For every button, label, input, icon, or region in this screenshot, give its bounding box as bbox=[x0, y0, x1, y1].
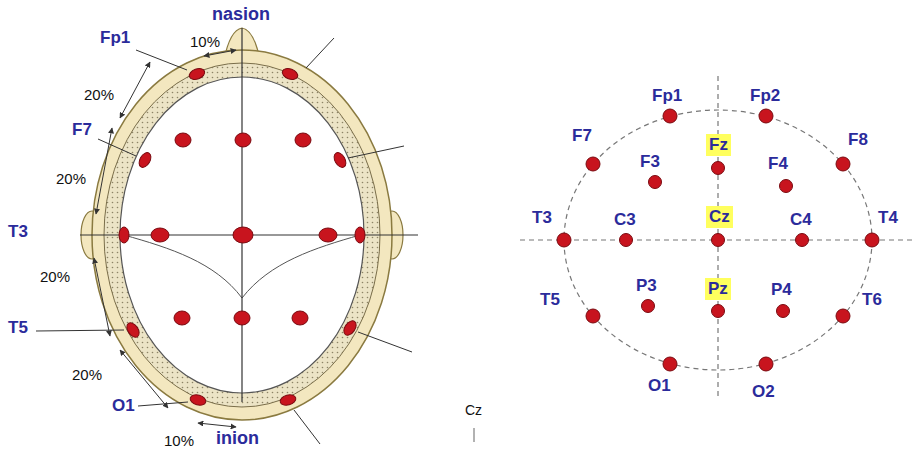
distance-arrow bbox=[204, 50, 236, 56]
electrode-label: F7 bbox=[72, 120, 92, 140]
electrode-label: Pz bbox=[708, 279, 728, 299]
distance-label: 10% bbox=[190, 33, 220, 50]
leader-line bbox=[36, 330, 124, 331]
leader-line bbox=[98, 139, 136, 156]
electrode-label: T3 bbox=[532, 208, 552, 228]
electrode-label: T6 bbox=[862, 290, 882, 310]
distance-arrow bbox=[120, 62, 150, 118]
electrode-label: F3 bbox=[640, 152, 660, 172]
electrode-label: P3 bbox=[636, 276, 657, 296]
electrode-label: P4 bbox=[771, 280, 792, 300]
radial-line bbox=[358, 332, 412, 352]
electrode-label: F4 bbox=[768, 154, 788, 174]
highlighted-electrode-label: Fz bbox=[706, 134, 731, 156]
electrode-map bbox=[520, 76, 915, 400]
electrode-label: T3 bbox=[8, 222, 28, 242]
electrode-label: T5 bbox=[540, 290, 560, 310]
radial-line bbox=[348, 146, 404, 158]
stray-mark bbox=[473, 428, 475, 442]
electrode-label: Cz bbox=[709, 207, 730, 227]
landmark-label: nasion bbox=[212, 4, 270, 25]
electrode-label: O2 bbox=[752, 382, 775, 402]
highlighted-electrode-label: Cz bbox=[706, 206, 733, 228]
electrode-label: O1 bbox=[648, 376, 671, 396]
distance-arrow bbox=[94, 258, 110, 336]
electrode-label: Cz bbox=[465, 402, 482, 418]
radial-line bbox=[294, 410, 320, 444]
highlighted-electrode-label: Pz bbox=[705, 278, 731, 300]
distance-label: 20% bbox=[40, 268, 70, 285]
electrode-label: F7 bbox=[572, 126, 592, 146]
electrode-label: C3 bbox=[614, 210, 636, 230]
distance-label: 20% bbox=[72, 366, 102, 383]
head-illustration bbox=[36, 28, 418, 444]
radial-line bbox=[306, 38, 334, 68]
electrode-label: Fp2 bbox=[750, 86, 780, 106]
electrode-label: F8 bbox=[848, 130, 868, 150]
electrode-label: T4 bbox=[878, 208, 898, 228]
electrode-label: T5 bbox=[8, 318, 28, 338]
landmark-label: inion bbox=[216, 428, 259, 449]
leader-line bbox=[136, 50, 187, 70]
electrode-label: Fz bbox=[709, 135, 728, 155]
distance-label: 10% bbox=[164, 432, 194, 449]
electrode-label: C4 bbox=[790, 210, 812, 230]
electrodes bbox=[119, 67, 365, 407]
distance-arrow bbox=[96, 128, 112, 214]
electrode-label: Fp1 bbox=[652, 86, 682, 106]
electrode-label: Fp1 bbox=[100, 28, 130, 48]
electrode-label: O1 bbox=[112, 396, 135, 416]
midline bbox=[241, 28, 242, 402]
distance-label: 20% bbox=[84, 86, 114, 103]
electrodes bbox=[557, 109, 879, 371]
distance-arrow bbox=[198, 423, 236, 427]
distance-label: 20% bbox=[56, 170, 86, 187]
